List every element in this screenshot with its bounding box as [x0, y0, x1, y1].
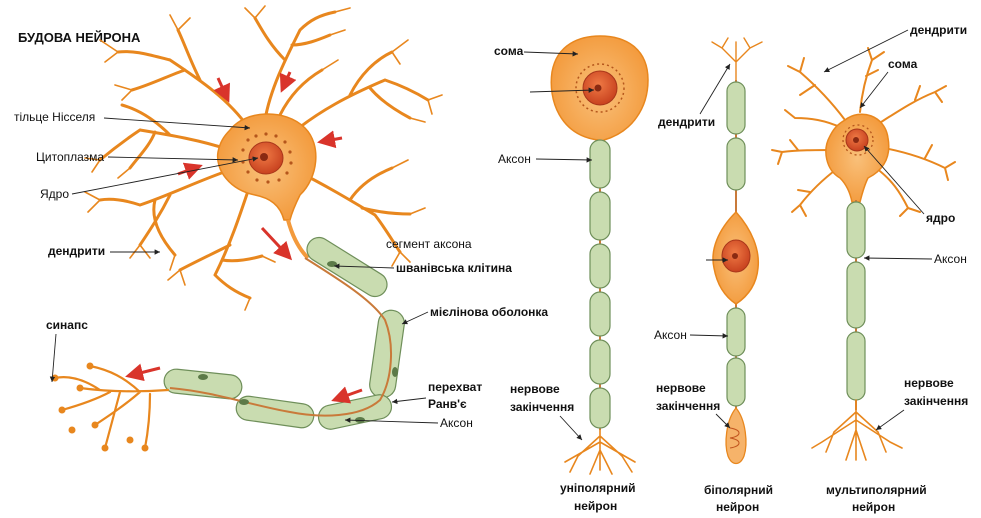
label-bi-dendrites: дендрити	[658, 115, 715, 129]
unipolar-nissl	[575, 63, 625, 113]
caption-multipolar-1: мультиполярний	[826, 483, 927, 497]
label-uni-ending-1: нервове	[510, 382, 560, 396]
label-bi-ending-1: нервове	[656, 381, 706, 395]
myelinated-axon	[163, 236, 405, 430]
label-bi-axon: Аксон	[654, 328, 687, 342]
nissl-bodies	[241, 132, 293, 184]
label-ranvier-2: Ранв'є	[428, 397, 467, 411]
schwann-nuclei	[198, 261, 398, 423]
synaptic-knobs	[51, 362, 149, 452]
caption-unipolar-2: нейрон	[574, 499, 617, 513]
bipolar-neuron: дендрити Аксон нервове закінчення біполя…	[654, 37, 773, 514]
label-uni-axon: Аксон	[498, 152, 531, 166]
multipolar-ending	[811, 399, 903, 461]
label-axon-segment: сегмент аксона	[386, 237, 472, 251]
axon-hillock	[286, 219, 310, 260]
bipolar-dendrites	[711, 37, 763, 81]
bipolar-myelin-lower	[726, 307, 746, 407]
label-synapse: синапс	[46, 318, 88, 332]
label-nissl: тільце Нісселя	[14, 110, 95, 124]
caption-bipolar-1: біполярний	[704, 483, 773, 497]
multipolar-dendrites	[771, 47, 956, 217]
unipolar-myelin	[589, 139, 611, 429]
label-myelin: мієлінова оболонка	[430, 305, 548, 319]
label-multi-dendrites: дендрити	[910, 23, 967, 37]
multipolar-soma	[825, 113, 890, 203]
diagram-title: БУДОВА НЕЙРОНА	[18, 30, 141, 45]
label-nucleus-left: Ядро	[40, 187, 69, 201]
unipolar-neuron: сома Аксон нервове закінчення уніполярни…	[494, 35, 649, 513]
main-dendrites	[98, 10, 430, 300]
multipolar-neuron: дендрити сома ядро Аксон нервове закінче…	[771, 23, 968, 514]
label-uni-ending-2: закінчення	[510, 400, 574, 414]
label-multi-soma: сома	[888, 57, 918, 71]
main-nucleolus	[260, 153, 268, 161]
caption-multipolar-2: нейрон	[852, 500, 895, 514]
label-multi-axon: Аксон	[934, 252, 967, 266]
label-multi-nucleus: ядро	[926, 211, 955, 225]
caption-unipolar-1: уніполярний	[560, 481, 636, 495]
bipolar-myelin-upper	[726, 81, 746, 191]
label-multi-ending-2: закінчення	[904, 394, 968, 408]
main-neuron: тільце Нісселя Цитоплазма Ядро дендрити …	[14, 5, 548, 452]
bipolar-ending	[725, 406, 747, 465]
label-cytoplasm: Цитоплазма	[36, 150, 104, 164]
myelin-segments	[163, 236, 405, 430]
label-dendrites-left: дендрити	[48, 244, 105, 258]
label-schwann: шванівська клітина	[396, 261, 512, 275]
multipolar-myelin	[846, 201, 866, 401]
main-dendrite-twigs	[84, 5, 443, 311]
label-multi-ending-1: нервове	[904, 376, 954, 390]
label-ranvier-1: перехват	[428, 380, 482, 394]
unipolar-ending	[564, 429, 636, 475]
caption-bipolar-2: нейрон	[716, 500, 759, 514]
label-bi-ending-2: закінчення	[656, 399, 720, 413]
axon-terminal	[51, 362, 170, 452]
label-uni-soma: сома	[494, 44, 524, 58]
label-axon-left: Аксон	[440, 416, 473, 430]
